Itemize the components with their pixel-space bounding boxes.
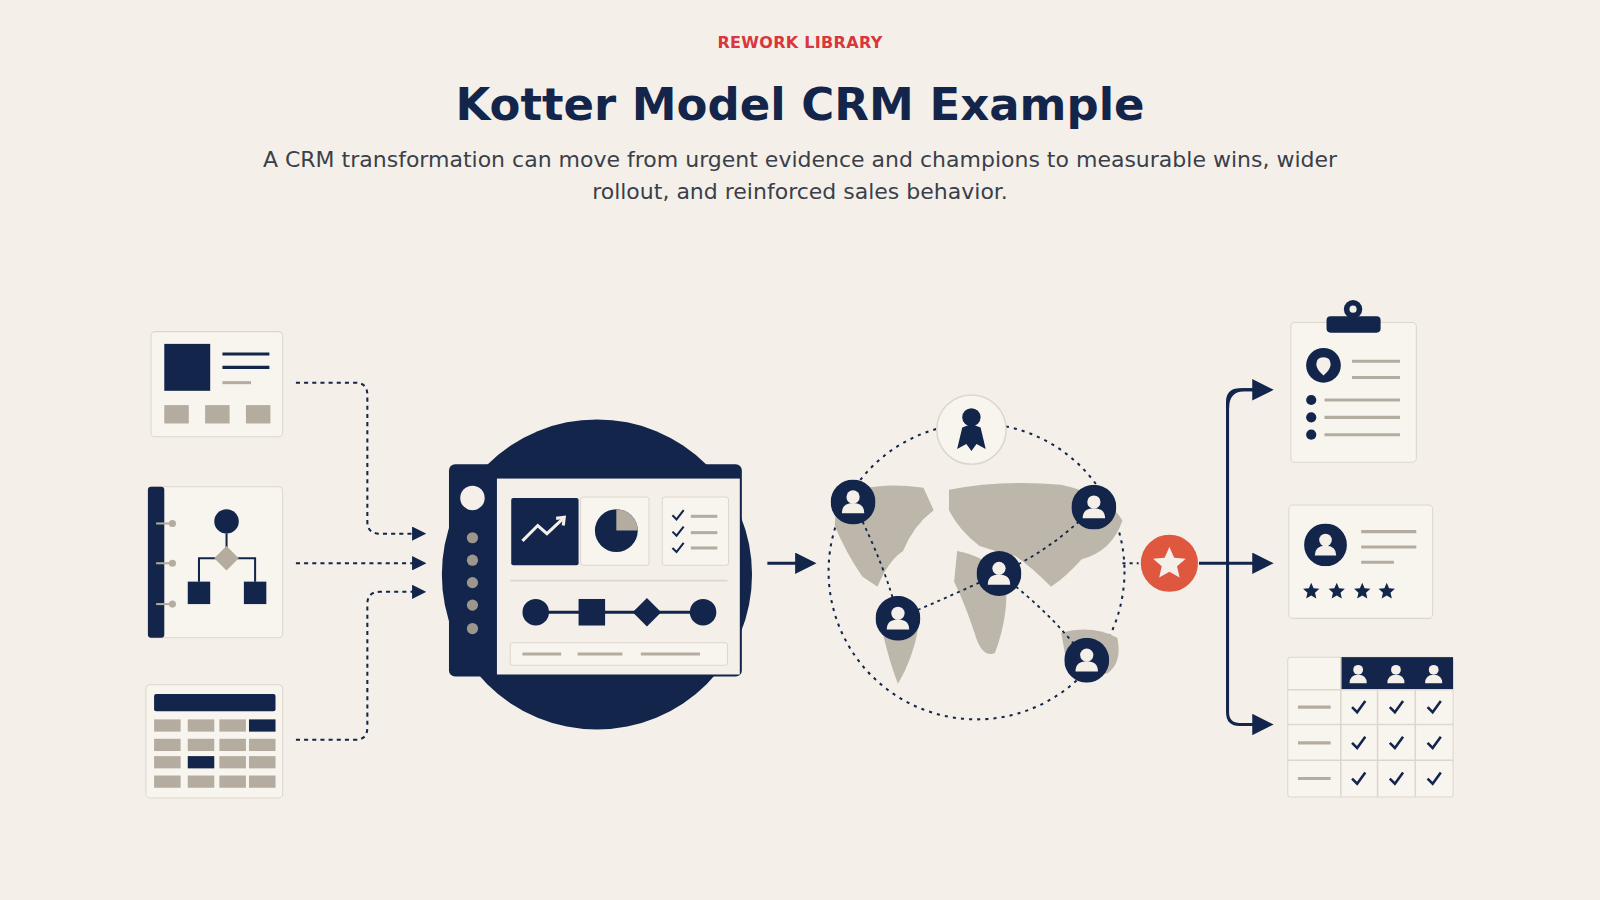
crm-dashboard [442, 419, 752, 729]
document-card [151, 332, 283, 437]
quick-win-star [1140, 534, 1199, 593]
calendar-card [146, 685, 283, 798]
flow-arrow [767, 562, 812, 565]
page-caption: A CRM transformation can move from urgen… [250, 144, 1350, 208]
branch-arrows [1199, 390, 1269, 725]
global-rollout-map [829, 395, 1125, 719]
kicker-label: REWORK LIBRARY [0, 33, 1600, 52]
adoption-table [1288, 657, 1453, 797]
org-chart-card [148, 487, 283, 638]
dotted-connector [296, 383, 424, 740]
rating-card [1289, 505, 1433, 618]
clipboard-card [1291, 300, 1417, 462]
page-title: Kotter Model CRM Example [0, 78, 1600, 131]
